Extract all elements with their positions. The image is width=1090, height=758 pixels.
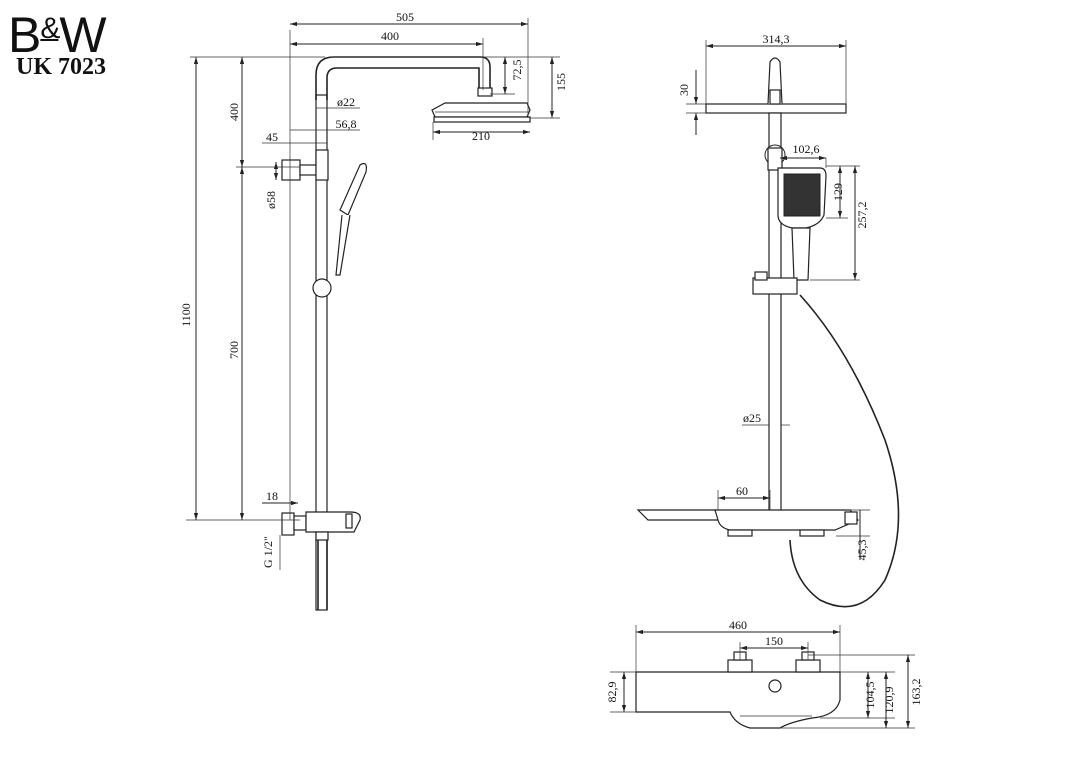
dim-30: 30	[677, 84, 691, 96]
dim-45-3: 45,3	[855, 540, 869, 561]
spray-face	[783, 173, 821, 217]
front-slider	[752, 277, 798, 295]
hand-shower-head	[339, 162, 367, 216]
top-shelf-outline	[635, 671, 841, 729]
top-button	[768, 679, 782, 693]
dim-phi25: ø25	[743, 411, 761, 425]
dim-phi22: ø22	[337, 95, 355, 109]
top-knob-right	[795, 659, 821, 673]
dim-210: 210	[472, 129, 490, 143]
dim-400-top: 400	[381, 29, 399, 43]
dim-60: 60	[736, 484, 748, 498]
shower-arm-outer	[315, 56, 491, 100]
slider-knob	[312, 278, 332, 298]
logo-letter-w: W	[59, 7, 106, 63]
dim-104-5: 104,5	[863, 682, 877, 709]
head-connector	[477, 87, 493, 97]
logo-ampersand: &	[40, 12, 60, 45]
dim-72-5: 72,5	[510, 60, 524, 81]
front-shelf	[636, 509, 723, 521]
rain-shower-head	[431, 102, 531, 118]
model-number: UK 7023	[16, 54, 106, 80]
front-view: 314,3 30 102,6 129 257,2 ø25 60 45,3	[636, 32, 900, 608]
dim-314-3: 314,3	[763, 32, 790, 46]
riser-pipe	[315, 94, 328, 611]
wall-bracket-top	[281, 159, 301, 181]
dim-129: 129	[831, 183, 845, 201]
top-knob-left	[727, 659, 753, 673]
dim-505: 505	[396, 10, 414, 24]
shower-arm-inner	[326, 67, 480, 100]
dim-460: 460	[729, 618, 747, 632]
wall-connector	[281, 512, 295, 536]
front-shower-head	[705, 103, 847, 114]
dim-700: 700	[227, 341, 241, 359]
dim-phi58: ø58	[264, 191, 278, 209]
dim-g-1-2: G 1/2"	[261, 536, 275, 568]
dim-102-6: 102,6	[793, 142, 820, 156]
top-view: 460 150 82,9 104,5 120,9 163,2	[605, 618, 923, 729]
brand-logo: B&W	[8, 4, 107, 63]
dim-150: 150	[765, 634, 783, 648]
dim-163-2: 163,2	[909, 679, 923, 706]
dim-82-9: 82,9	[605, 682, 619, 703]
dim-257-2: 257,2	[855, 202, 869, 229]
side-view: 505 400 72,5 155 ø22 56,8 45 210 400 ø58…	[179, 10, 568, 611]
dim-155: 155	[554, 73, 568, 91]
dim-18: 18	[266, 489, 278, 503]
dim-56-8: 56,8	[336, 117, 357, 131]
dim-400-vertical: 400	[227, 103, 241, 121]
hose	[789, 294, 900, 608]
hand-shower-handle	[335, 214, 351, 276]
dim-1100: 1100	[179, 303, 193, 327]
logo-letter-b: B	[8, 7, 41, 63]
dim-45: 45	[266, 130, 278, 144]
dim-120-9: 120,9	[882, 687, 896, 714]
